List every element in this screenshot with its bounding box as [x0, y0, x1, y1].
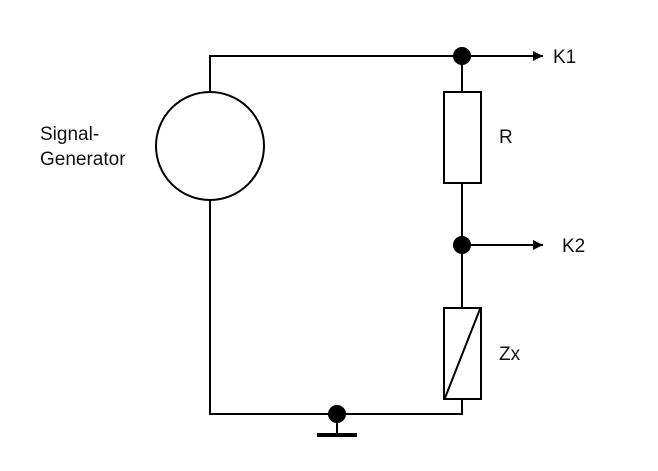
impedance-diagonal [444, 308, 481, 399]
resistor-label: R [499, 127, 513, 148]
signal-generator-label-line2: Generator [40, 149, 126, 170]
impedance-label: Zx [499, 344, 521, 365]
wire-top [209, 55, 462, 92]
signal-generator-label-line1: Signal- [40, 124, 99, 145]
probe-label-k2: K2 [562, 236, 585, 257]
probe-label-k1: K1 [553, 47, 576, 68]
signal-generator-symbol [155, 91, 265, 201]
wire-bottom [209, 200, 463, 415]
resistor-symbol [443, 91, 482, 184]
